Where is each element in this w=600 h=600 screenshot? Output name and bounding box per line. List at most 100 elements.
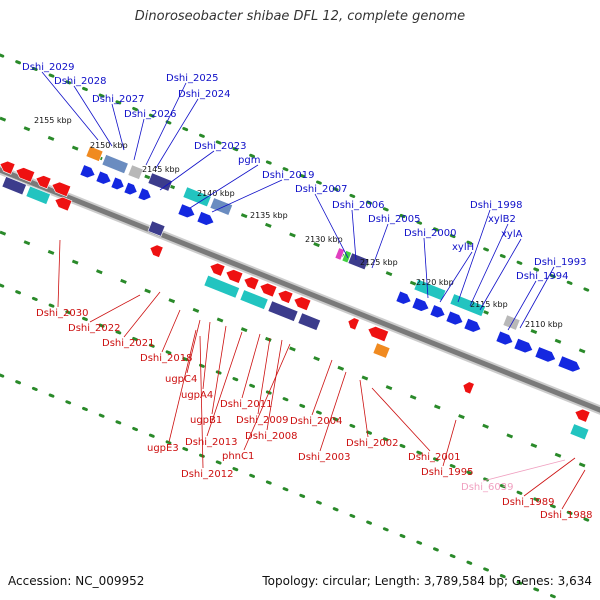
- forward-leader: [314, 193, 349, 259]
- kbp-tick-label: 2125 kbp: [360, 258, 398, 267]
- reverse-gene-label: Dshi_1989: [502, 497, 554, 508]
- reverse-gene-label: Dshi_2004: [290, 416, 342, 427]
- forward-leader: [423, 237, 429, 299]
- forward-gene-label: Dshi_2007: [295, 184, 347, 195]
- forward-gene-6: [196, 211, 215, 226]
- forward-gene-27: [502, 314, 521, 331]
- reverse-gene-label: Dshi_1995: [421, 467, 473, 478]
- accession-label: Accession: NC_009952: [8, 574, 145, 588]
- forward-leader: [439, 251, 473, 303]
- reverse-leader: [359, 379, 369, 438]
- backbone-line: [0, 167, 600, 413]
- forward-gene-7: [395, 290, 412, 305]
- forward-gene-label: Dshi_2026: [124, 109, 176, 120]
- reverse-gene-12: [277, 289, 294, 304]
- forward-gene-label: xylA: [501, 229, 523, 240]
- kbp-tick-label: 2135 kbp: [250, 211, 288, 220]
- forward-gene-25: [413, 278, 447, 302]
- reverse-gene-18: [347, 317, 360, 331]
- kbp-tick-label: 2115 kbp: [470, 300, 508, 309]
- forward-gene-label: Dshi_2000: [404, 228, 456, 239]
- reverse-gene-label: Dshi_1988: [540, 510, 592, 521]
- forward-gene-12: [495, 330, 514, 346]
- genome-stats-label: Topology: circular; Length: 3,789,584 bp…: [262, 574, 592, 588]
- forward-leader: [73, 85, 113, 147]
- reverse-leader: [266, 339, 283, 431]
- kbp-tick-label: 2110 kbp: [525, 320, 563, 329]
- kbp-tick-label: 2145 kbp: [142, 165, 180, 174]
- reverse-gene-9: [225, 269, 244, 284]
- reverse-gene-label: Dshi_2002: [346, 438, 398, 449]
- reverse-gene-4: [1, 176, 27, 196]
- reverse-gene-16: [267, 300, 299, 322]
- forward-leader: [211, 179, 283, 213]
- reverse-leader: [206, 331, 243, 437]
- reverse-gene-10: [243, 276, 260, 291]
- reverse-gene-label: Dshi_2013: [185, 437, 237, 448]
- reverse-gene-24: [147, 220, 166, 237]
- forward-gene-label: Dshi_2006: [332, 200, 384, 211]
- reverse-leader: [482, 459, 566, 482]
- kbp-tick-label: 2140 kbp: [197, 189, 235, 198]
- reverse-gene-17: [297, 312, 322, 331]
- reverse-leader: [199, 335, 204, 469]
- forward-gene-24: [347, 252, 370, 271]
- map-title: Dinoroseobacter shibae DFL 12, complete …: [134, 9, 466, 24]
- forward-gene-label: Dshi_2028: [54, 76, 106, 87]
- forward-gene-label: pgm: [238, 155, 260, 166]
- forward-gene-3: [123, 181, 138, 196]
- forward-gene-label: Dshi_2024: [178, 89, 230, 100]
- reverse-gene-label: ugpA4: [181, 390, 213, 401]
- forward-leader: [145, 82, 187, 166]
- reverse-gene-label: Dshi_2011: [220, 399, 272, 410]
- forward-gene-label: xylH: [452, 242, 474, 253]
- guide-dots-0: [0, 53, 600, 297]
- forward-gene-8: [411, 297, 430, 312]
- reverse-gene-1: [15, 167, 36, 183]
- reverse-gene-13: [293, 296, 312, 312]
- forward-gene-4: [137, 187, 152, 201]
- reverse-gene-14: [203, 274, 241, 299]
- forward-gene-label: Dshi_2023: [194, 141, 246, 152]
- reverse-leader: [161, 309, 181, 353]
- forward-leader: [189, 164, 259, 209]
- kbp-tick-label: 2130 kbp: [305, 235, 343, 244]
- forward-leader: [457, 209, 491, 303]
- reverse-leader: [561, 469, 586, 510]
- reverse-leader: [243, 343, 291, 451]
- reverse-leader: [257, 337, 271, 415]
- forward-gene-11: [463, 317, 482, 333]
- reverse-gene-21: [462, 381, 475, 395]
- reverse-leader: [319, 371, 347, 452]
- reverse-leader: [202, 321, 211, 390]
- forward-leader: [479, 238, 522, 311]
- reverse-gene-label: Dshi_2001: [408, 452, 460, 463]
- reverse-gene-label: Dshi_2022: [68, 323, 120, 334]
- forward-gene-label: Dshi_2029: [22, 62, 74, 73]
- forward-gene-18: [127, 164, 144, 180]
- reverse-gene-23: [569, 423, 590, 441]
- forward-gene-2: [110, 176, 125, 191]
- forward-leader: [507, 280, 537, 331]
- reverse-leader: [123, 291, 161, 338]
- reverse-gene-20: [372, 342, 391, 359]
- reverse-gene-5: [25, 185, 51, 205]
- reverse-gene-0: [0, 160, 16, 175]
- forward-gene-21: [209, 197, 234, 216]
- reverse-gene-label: Dshi_2012: [181, 469, 233, 480]
- forward-leader: [159, 150, 215, 191]
- guide-dots-1: [0, 283, 600, 527]
- reverse-gene-22: [574, 408, 591, 423]
- forward-gene-22: [334, 247, 346, 261]
- reverse-leader: [371, 387, 431, 452]
- forward-gene-23: [341, 250, 353, 264]
- forward-gene-10: [445, 310, 464, 326]
- reverse-gene-3: [51, 181, 72, 197]
- reverse-gene-19: [367, 325, 390, 343]
- reverse-leader: [241, 333, 261, 399]
- forward-gene-label: Dshi_2019: [262, 170, 314, 181]
- forward-leader: [519, 266, 555, 329]
- reverse-leader: [311, 359, 333, 416]
- forward-gene-17: [101, 154, 129, 175]
